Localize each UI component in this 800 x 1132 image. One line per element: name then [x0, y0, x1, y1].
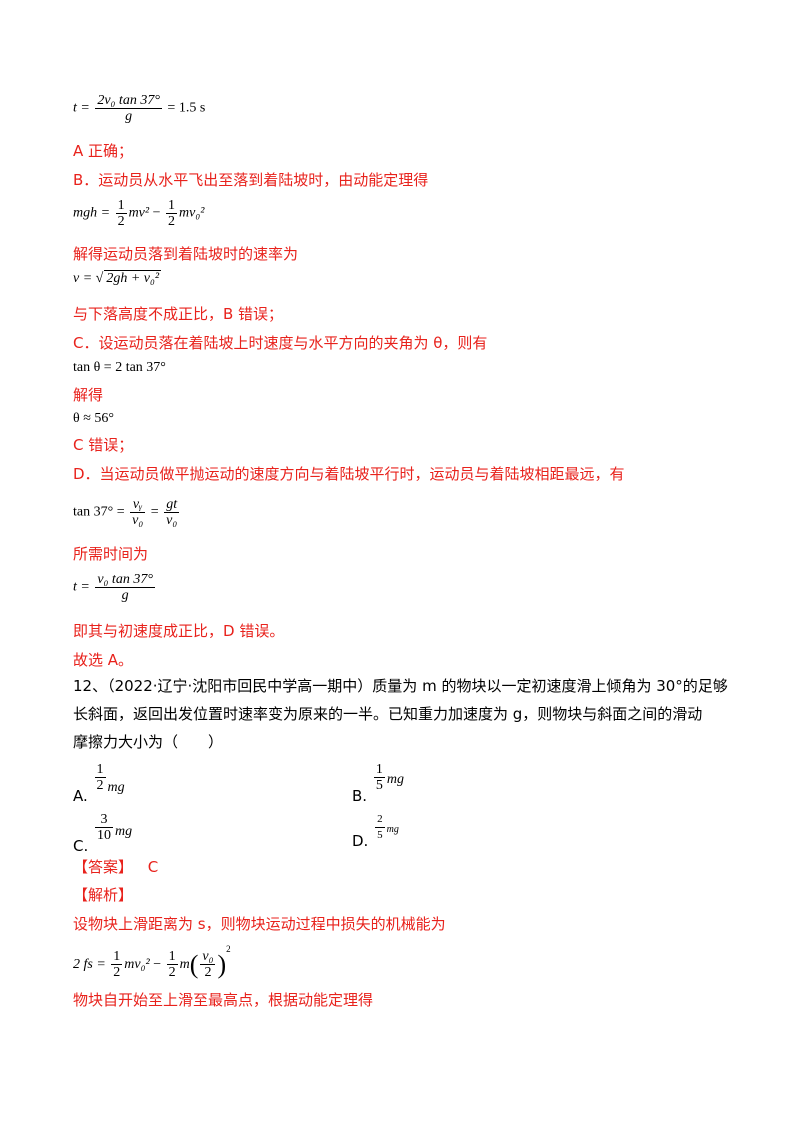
- fraction: vᵧ v₀: [130, 497, 146, 528]
- fraction-numerator: 1: [115, 198, 127, 214]
- fraction-denominator: v₀: [132, 513, 144, 528]
- eq-text: 2 fs =: [73, 957, 106, 972]
- option-d[interactable]: D. 2 5 mg: [352, 812, 399, 850]
- c-wrong: C 错误；: [73, 436, 134, 454]
- fraction-numerator: 1: [373, 762, 385, 778]
- fraction: 1 2: [94, 762, 106, 793]
- fraction-denominator: 2: [113, 965, 121, 981]
- fraction: gt v₀: [164, 497, 180, 528]
- fraction-denominator: 2: [168, 214, 175, 229]
- sqrt-radicand: 2gh + v₀²: [104, 270, 162, 286]
- fraction-denominator: 2: [168, 965, 176, 981]
- fraction-numerator: gt: [164, 497, 180, 513]
- eq-text: t =: [73, 579, 90, 595]
- equation-energy: mgh = 1 2 mv² − 1 2 mv₀²: [73, 198, 204, 229]
- a-correct: A 正确；: [73, 142, 134, 160]
- fraction: 1 2: [166, 949, 178, 981]
- b-conclusion: 与下落高度不成正比，B 错误；: [73, 305, 284, 323]
- d-conclusion: 即其与初速度成正比，D 错误。: [73, 622, 285, 640]
- c-solve: 解得: [73, 386, 104, 404]
- option-label: B.: [352, 787, 368, 805]
- eq-text: v =: [73, 271, 93, 286]
- eq-text: mv₀²: [124, 957, 150, 972]
- option-label: A.: [73, 787, 88, 805]
- eq-text: mgh =: [73, 205, 111, 221]
- eq-text: mv²: [128, 205, 150, 221]
- answer-row: 【答案】 C: [73, 856, 158, 877]
- fraction-denominator: v₀: [166, 513, 178, 528]
- fraction-denominator: 10: [97, 828, 112, 843]
- equation-t-second: t = v₀ tan 37° g: [73, 572, 157, 603]
- fraction-numerator: v₀ tan 37°: [95, 572, 155, 588]
- fraction-denominator: 2: [96, 778, 104, 793]
- exponent: 2: [226, 944, 231, 954]
- choice: 故选 A。: [73, 651, 134, 669]
- question-line: 长斜面，返回出发位置时速率变为原来的一半。已知重力加速度为 g，则物块与斜面之间…: [73, 705, 703, 723]
- eq-text: tan 37° =: [73, 504, 125, 520]
- fraction-numerator: 2v₀ tan 37°: [95, 93, 162, 109]
- option-tail: mg: [107, 780, 125, 795]
- fraction-denominator: 5: [377, 829, 383, 841]
- fraction-numerator: 2: [375, 812, 385, 828]
- option-tail: mg: [386, 772, 404, 787]
- option-b[interactable]: B. 1 5 mg: [352, 762, 404, 805]
- eq-text: t =: [73, 100, 90, 116]
- analysis-tag: 【解析】: [73, 886, 134, 904]
- fraction-numerator: v₀: [200, 949, 216, 966]
- eq-text: m: [179, 957, 190, 972]
- sqrt-icon: √: [95, 271, 104, 286]
- fraction: 1 2: [111, 949, 123, 981]
- fraction-numerator: vᵧ: [130, 497, 146, 513]
- fraction: 1 5: [373, 762, 385, 793]
- d-time: 所需时间为: [73, 545, 149, 563]
- option-label: D.: [352, 832, 369, 850]
- fraction-numerator: 1: [166, 949, 178, 966]
- fraction-denominator: g: [125, 109, 133, 124]
- option-c[interactable]: C. 3 10 mg: [73, 812, 132, 855]
- analysis-line-1: 设物块上滑距离为 s，则物块运动过程中损失的机械能为: [73, 915, 446, 933]
- analysis-line-2: 物块自开始至上滑至最高点，根据动能定理得: [73, 991, 374, 1009]
- question-12-text: 12、（2022·辽宁·沈阳市回民中学高一期中）质量为 m 的物块以一定初速度滑…: [73, 672, 733, 756]
- fraction-denominator: 5: [375, 778, 383, 793]
- fraction-numerator: 1: [94, 762, 106, 778]
- fraction: v₀ 2: [200, 949, 216, 981]
- question-line: 12、（2022·辽宁·沈阳市回民中学高一期中）质量为 m 的物块以一定初速度滑…: [73, 677, 728, 695]
- fraction-denominator: 2: [204, 965, 212, 981]
- eq-text: = 1.5 s: [167, 100, 206, 116]
- equation-v: v = √2gh + v₀²: [73, 270, 162, 287]
- equation-tantheta: tan θ = 2 tan 37°: [73, 360, 166, 375]
- fraction: 1 2: [115, 198, 127, 229]
- eq-text: −: [153, 957, 162, 972]
- c-intro: C．设运动员落在着陆坡上时速度与水平方向的夹角为 θ，则有: [73, 334, 488, 352]
- d-intro: D．当运动员做平抛运动的速度方向与着陆坡平行时，运动员与着陆坡相距最远，有: [73, 465, 625, 483]
- option-label: C.: [73, 837, 89, 855]
- paren-close-icon: ): [217, 949, 227, 979]
- b-intro: B．运动员从水平飞出至落到着陆坡时，由动能定理得: [73, 171, 429, 189]
- equation-energy-loss: 2 fs = 1 2 mv₀² − 1 2 m( v₀ 2 )2: [73, 944, 231, 980]
- option-tail: mg: [115, 824, 133, 839]
- option-a[interactable]: A. 1 2 mg: [73, 762, 125, 805]
- fraction-numerator: 3: [95, 812, 114, 828]
- equation-t-first: t = 2v₀ tan 37° g = 1.5 s: [73, 93, 205, 124]
- b-solve: 解得运动员落到着陆坡时的速率为: [73, 245, 299, 263]
- fraction: v₀ tan 37° g: [95, 572, 155, 603]
- fraction: 1 2: [166, 198, 177, 229]
- fraction: 2 5: [375, 812, 385, 843]
- eq-text: −: [152, 205, 161, 221]
- fraction-numerator: 1: [111, 949, 123, 966]
- paren-open-icon: (: [189, 949, 199, 979]
- option-tail: mg: [386, 824, 399, 835]
- fraction-numerator: 1: [166, 198, 177, 214]
- answer-tag: 【答案】: [73, 858, 134, 876]
- question-line: 摩擦力大小为（ ）: [73, 733, 224, 751]
- fraction: 2v₀ tan 37° g: [95, 93, 162, 124]
- equation-tan37: tan 37° = vᵧ v₀ = gt v₀: [73, 497, 180, 528]
- fraction-denominator: g: [121, 588, 129, 603]
- equation-theta: θ ≈ 56°: [73, 411, 114, 426]
- answer-value: C: [147, 858, 159, 876]
- fraction: 3 10: [95, 812, 114, 843]
- eq-text: mv₀²: [179, 205, 205, 221]
- fraction-denominator: 2: [117, 214, 125, 229]
